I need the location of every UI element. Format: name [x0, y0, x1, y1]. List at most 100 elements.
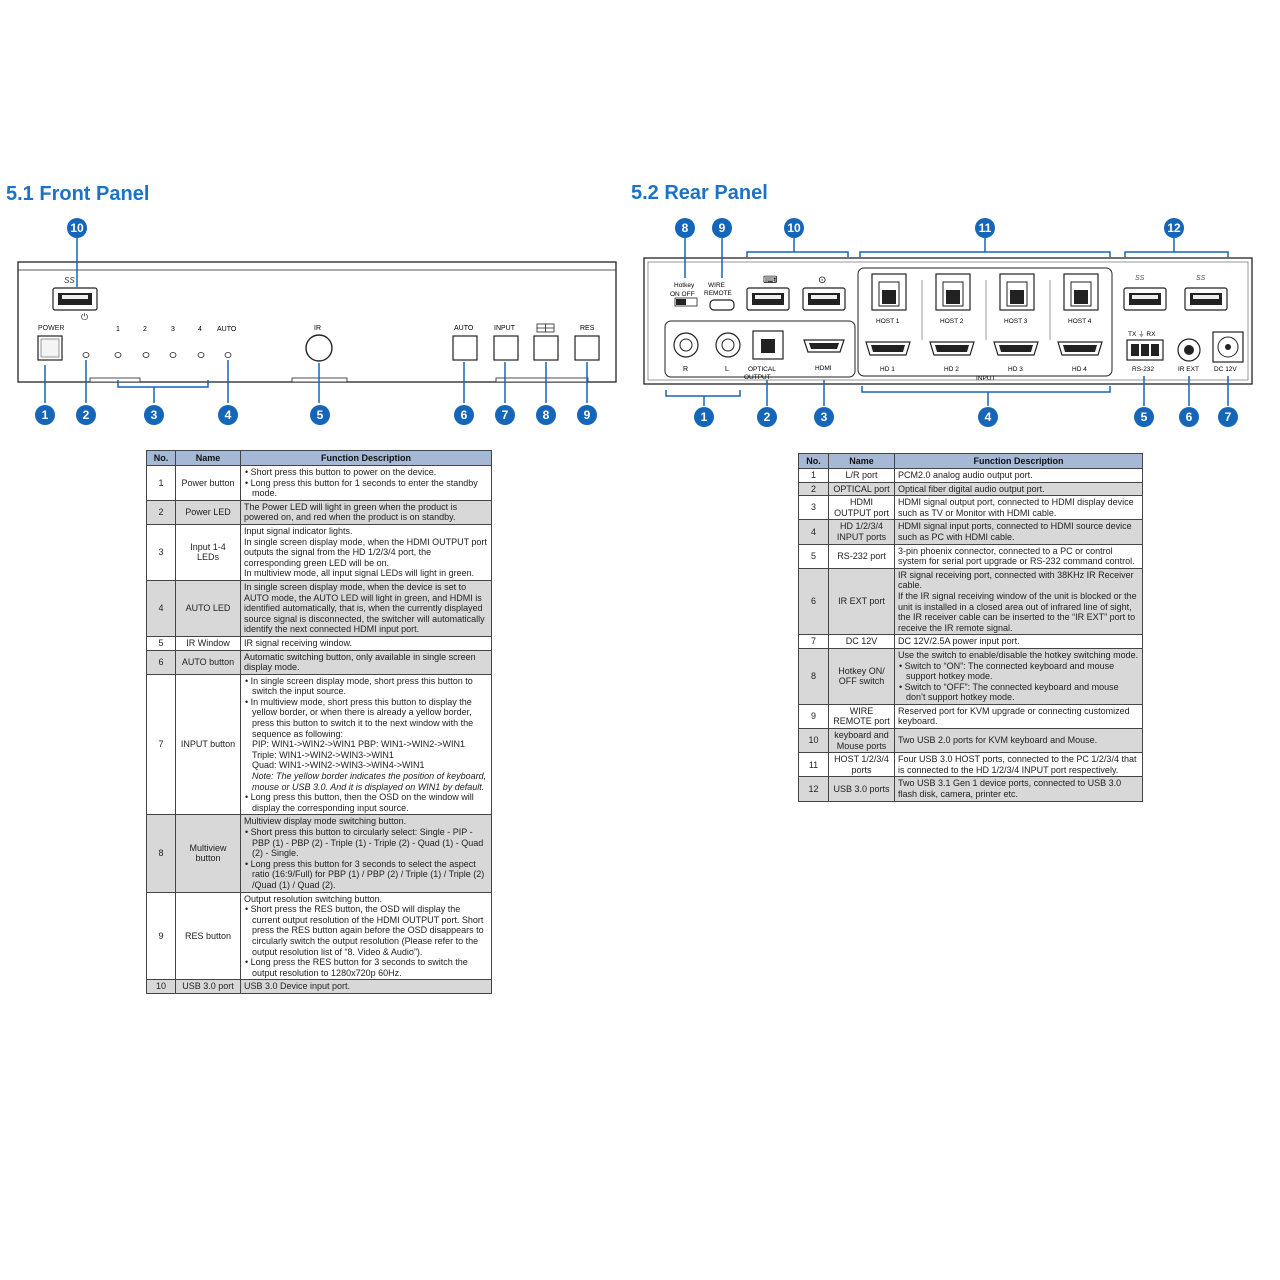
description-line: Short press this button to power on the … — [244, 467, 488, 478]
host-ports — [871, 273, 1099, 311]
description-line: Automatic switching button, only availab… — [244, 651, 476, 673]
callout-4: 4 — [225, 408, 232, 422]
cell-description: Output resolution switching button.Short… — [240, 891, 492, 981]
cell-no: 12 — [798, 776, 829, 802]
description-line: The Power LED will light in green when t… — [244, 501, 458, 523]
description-line: PCM2.0 analog audio output port. — [898, 470, 1033, 480]
irext-label: IR EXT — [1178, 366, 1199, 373]
input-button-label: INPUT — [494, 325, 516, 332]
cell-no: 5 — [798, 543, 829, 569]
cell-description: PCM2.0 analog audio output port. — [894, 468, 1143, 483]
rear-callout-12: 12 — [1167, 221, 1181, 235]
hd1-label: HD 1 — [880, 366, 895, 373]
cell-no: 3 — [798, 495, 829, 521]
description-line: In single screen display mode, short pre… — [244, 676, 488, 697]
host4-label: HOST 4 — [1068, 318, 1092, 325]
description-line: Output resolution switching button. — [244, 893, 383, 904]
cell-description: DC 12V/2.5A power input port. — [894, 634, 1143, 649]
rear-callout-11: 11 — [979, 221, 992, 235]
callout-3: 3 — [151, 408, 158, 422]
cell-description: IR signal receiving window. — [240, 635, 492, 651]
cell-no: 10 — [798, 728, 829, 754]
cell-description: Automatic switching button, only availab… — [240, 649, 492, 675]
description-line: Four USB 3.0 HOST ports, connected to th… — [898, 754, 1137, 775]
front-callouts: 10 1 2 3 4 5 6 7 8 9 — [35, 218, 597, 425]
description-line: Input signal indicator lights. — [244, 525, 353, 536]
cell-name: WIRE REMOTE port — [828, 703, 895, 730]
res-button — [574, 335, 600, 361]
cell-no: 10 — [146, 979, 176, 994]
mouse-icon: ⊙ — [818, 275, 826, 286]
cell-description: Use the switch to enable/disable the hot… — [894, 647, 1143, 705]
rear-panel-title: 5.2 Rear Panel — [631, 182, 768, 204]
description-line: In multiview mode, short press this butt… — [244, 697, 488, 739]
auto-button-label: AUTO — [454, 325, 474, 332]
led3-label: 3 — [171, 326, 175, 333]
cell-description: The Power LED will light in green when t… — [240, 499, 492, 525]
ss-logo-2: SS — [1196, 275, 1206, 282]
callout-9: 9 — [584, 408, 591, 422]
multiview-button — [533, 335, 559, 361]
rear-callout-2: 2 — [764, 410, 771, 424]
header-description: Function Description — [894, 453, 1143, 469]
host3-label: HOST 3 — [1004, 318, 1028, 325]
description-line: Note: The yellow border indicates the po… — [252, 771, 487, 792]
header-no: No. — [798, 453, 829, 469]
hdmi-input-ports — [865, 341, 1103, 356]
hdmi-label: HDMI — [815, 365, 832, 372]
front-panel-title: 5.1 Front Panel — [6, 183, 150, 205]
cell-no: 5 — [146, 635, 176, 651]
wire-remote-port — [709, 299, 735, 311]
cell-description: Input signal indicator lights.In single … — [240, 523, 492, 581]
cell-no: 6 — [146, 649, 176, 675]
description-line: HDMI signal input ports, connected to HD… — [898, 521, 1132, 542]
led2-label: 2 — [143, 326, 147, 333]
cell-name: USB 3.0 port — [175, 979, 241, 994]
table-header-row: No. Name Function Description — [798, 453, 1143, 469]
wire-label: WIRE — [708, 282, 726, 289]
description-line: Switch to “OFF”: The connected keyboard … — [898, 682, 1139, 703]
cell-no: 2 — [798, 481, 829, 497]
cell-no: 4 — [798, 519, 829, 545]
description-line: Short press the RES button, the OSD will… — [244, 904, 488, 957]
header-name: Name — [828, 453, 895, 469]
auto-led-label: AUTO — [217, 326, 237, 333]
table-header-row: No. Name Function Description — [146, 450, 492, 466]
remote-label: REMOTE — [704, 290, 732, 297]
cell-name: HDMI OUTPUT port — [828, 495, 895, 521]
header-name: Name — [175, 450, 241, 466]
rear-callout-8: 8 — [682, 221, 689, 235]
dc12v-label: DC 12V — [1214, 366, 1237, 373]
cell-description: Two USB 3.1 Gen 1 device ports, connecte… — [894, 776, 1143, 802]
cell-no: 7 — [798, 634, 829, 649]
mouse-usb-port — [802, 287, 846, 311]
cell-name: USB 3.0 ports — [828, 776, 895, 802]
cell-name: IR EXT port — [828, 567, 895, 636]
power-icon: ⏻ — [81, 312, 88, 322]
cell-description: Optical fiber digital audio output port. — [894, 481, 1143, 497]
res-button-label: RES — [580, 325, 595, 332]
host2-label: HOST 2 — [940, 318, 964, 325]
cell-name: IR Window — [175, 635, 241, 651]
front-chassis — [17, 261, 617, 383]
description-line: DC 12V/2.5A power input port. — [898, 636, 1020, 647]
input-led-3 — [169, 352, 177, 358]
cell-no: 7 — [146, 673, 176, 816]
cell-name: Power button — [175, 465, 241, 501]
